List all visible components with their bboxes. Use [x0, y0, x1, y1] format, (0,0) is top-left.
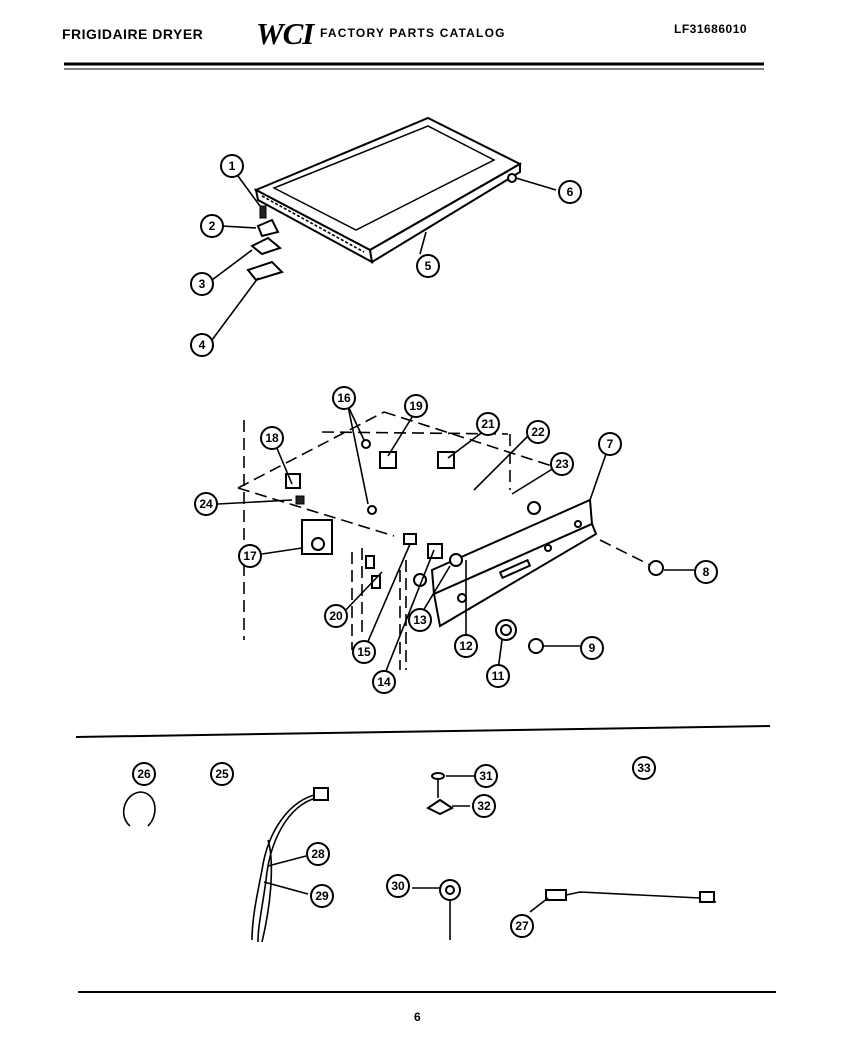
control-panel-7: [430, 498, 598, 628]
section-divider: [75, 725, 771, 738]
callout-number: 21: [481, 417, 495, 431]
callout-number: 23: [555, 457, 569, 471]
catalog-title: FACTORY PARTS CATALOG: [320, 26, 506, 40]
callout-number: 19: [409, 399, 423, 413]
callout-26: 26: [132, 762, 156, 786]
header-brand: FRIGIDAIRE DRYER: [62, 26, 204, 42]
callout-number: 15: [357, 645, 371, 659]
callout-31: 31: [474, 764, 498, 788]
callout-number: 8: [703, 565, 710, 579]
callout-33: 33: [632, 756, 656, 780]
callout-number: 28: [311, 847, 325, 861]
callout-number: 16: [337, 391, 351, 405]
callout-number: 5: [425, 259, 432, 273]
callout-28: 28: [306, 842, 330, 866]
callout-number: 32: [477, 799, 491, 813]
callout-number: 7: [607, 437, 614, 451]
callout-number: 24: [199, 497, 213, 511]
small-parts: [122, 772, 717, 940]
bottom-leaders: [263, 775, 549, 913]
callout-21: 21: [476, 412, 500, 436]
callout-8: 8: [694, 560, 718, 584]
callout-1: 1: [220, 154, 244, 178]
callout-24: 24: [194, 492, 218, 516]
callout-number: 14: [377, 675, 391, 689]
callout-number: 31: [479, 769, 493, 783]
dryer-top-panel: [253, 116, 523, 264]
callout-2: 2: [200, 214, 224, 238]
callout-18: 18: [260, 426, 284, 450]
console-frame: [237, 411, 653, 670]
callout-15: 15: [352, 640, 376, 664]
page-number: 6: [414, 1010, 422, 1024]
wire-harness: [251, 787, 329, 943]
callout-5: 5: [416, 254, 440, 278]
callout-27: 27: [510, 914, 534, 938]
callout-25: 25: [210, 762, 234, 786]
callout-number: 30: [391, 879, 405, 893]
middle-leaders: [217, 405, 694, 677]
callout-number: 11: [492, 669, 505, 683]
callout-number: 22: [531, 425, 545, 439]
callout-number: 29: [315, 889, 329, 903]
callout-32: 32: [472, 794, 496, 818]
callout-number: 12: [459, 639, 473, 653]
wci-logo: WCI: [256, 16, 314, 51]
callout-20: 20: [324, 604, 348, 628]
callout-number: 3: [199, 277, 206, 291]
callout-16: 16: [332, 386, 356, 410]
callout-number: 17: [243, 549, 257, 563]
callout-14: 14: [372, 670, 396, 694]
callout-17: 17: [238, 544, 262, 568]
callout-number: 4: [199, 338, 206, 352]
callout-13: 13: [408, 608, 432, 632]
callout-number: 1: [229, 159, 236, 173]
callout-number: 18: [265, 431, 279, 445]
top-leaders: [211, 175, 557, 341]
callout-number: 9: [589, 641, 596, 655]
callout-number: 6: [567, 185, 574, 199]
callout-4: 4: [190, 333, 214, 357]
callout-number: 27: [515, 919, 529, 933]
callout-19: 19: [404, 394, 428, 418]
model-number: LF31686010: [674, 22, 748, 36]
hinge-parts: [246, 173, 517, 282]
callout-30: 30: [386, 874, 410, 898]
callout-23: 23: [550, 452, 574, 476]
callout-number: 13: [413, 613, 427, 627]
callout-number: 26: [137, 767, 151, 781]
callout-22: 22: [526, 420, 550, 444]
callout-11: 11: [486, 664, 510, 688]
callout-number: 2: [209, 219, 216, 233]
callout-number: 25: [215, 767, 229, 781]
callout-6: 6: [558, 180, 582, 204]
callout-number: 33: [637, 761, 651, 775]
callout-9: 9: [580, 636, 604, 660]
callout-12: 12: [454, 634, 478, 658]
callout-7: 7: [598, 432, 622, 456]
callout-29: 29: [310, 884, 334, 908]
callout-3: 3: [190, 272, 214, 296]
callout-number: 20: [329, 609, 343, 623]
